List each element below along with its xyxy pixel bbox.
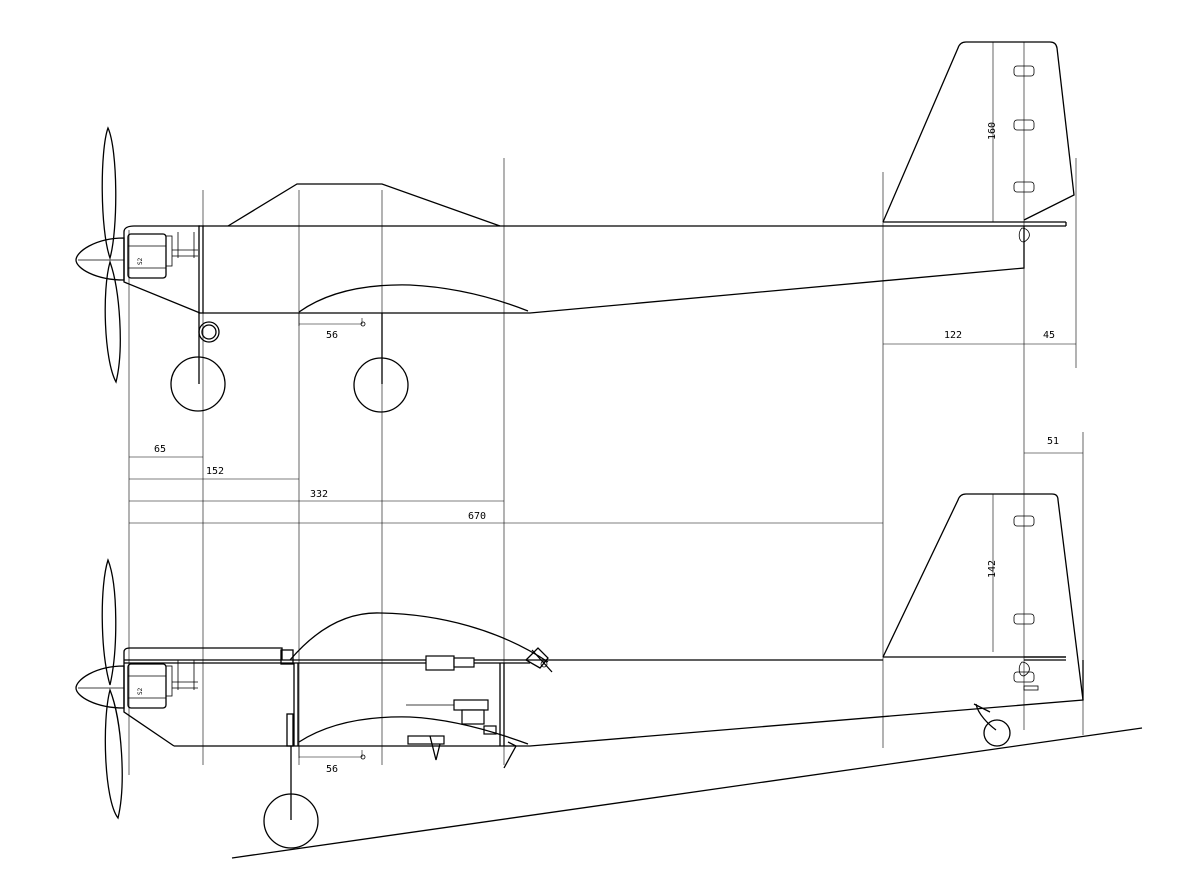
- dim-fin-top: 160: [987, 122, 998, 140]
- main-wheel-icon: [263, 793, 319, 849]
- reference-lines: [128, 42, 1084, 775]
- wing-airfoil-icon: [298, 284, 529, 313]
- engine-label: S2: [137, 257, 144, 265]
- spinner-icon: [75, 237, 125, 281]
- propeller-icon: [101, 126, 121, 384]
- dim-wing-lower: 56: [326, 764, 338, 775]
- dim-65: 65: [154, 444, 166, 455]
- lower-airplane-side-view: S2 56: [75, 493, 1143, 859]
- propeller-icon: [101, 558, 123, 820]
- tail-fin: [882, 493, 1084, 701]
- dim-rudder-chord: 45: [1043, 330, 1055, 341]
- spinner-icon: [75, 665, 125, 709]
- tail-fin: [882, 41, 1075, 223]
- dim-fin-lower: 142: [987, 560, 998, 578]
- wing-airfoil-icon: [298, 716, 529, 745]
- station-dimensions: 65 152 332 670 51: [129, 436, 1083, 524]
- dim-wing-top: 56: [326, 330, 338, 341]
- dim-rudder-offset: 51: [1047, 436, 1059, 447]
- engine-icon: S2: [127, 232, 198, 279]
- engine-label: S2: [137, 687, 144, 695]
- dim-152: 152: [206, 466, 224, 477]
- top-airplane-side-view: S2 56 160: [75, 41, 1076, 413]
- main-wheel-icon: [170, 356, 226, 412]
- servo-icon: [425, 655, 455, 671]
- ground-line: [231, 727, 1143, 859]
- engine-icon: S2: [127, 660, 198, 709]
- canopy-icon: [227, 183, 501, 227]
- main-wheel-icon: [353, 357, 409, 413]
- dim-fin-base: 122: [944, 330, 962, 341]
- tail-wheel-icon: [983, 719, 1011, 747]
- canopy-icon: [289, 612, 549, 663]
- dim-332: 332: [310, 489, 328, 500]
- dim-670: 670: [468, 511, 486, 522]
